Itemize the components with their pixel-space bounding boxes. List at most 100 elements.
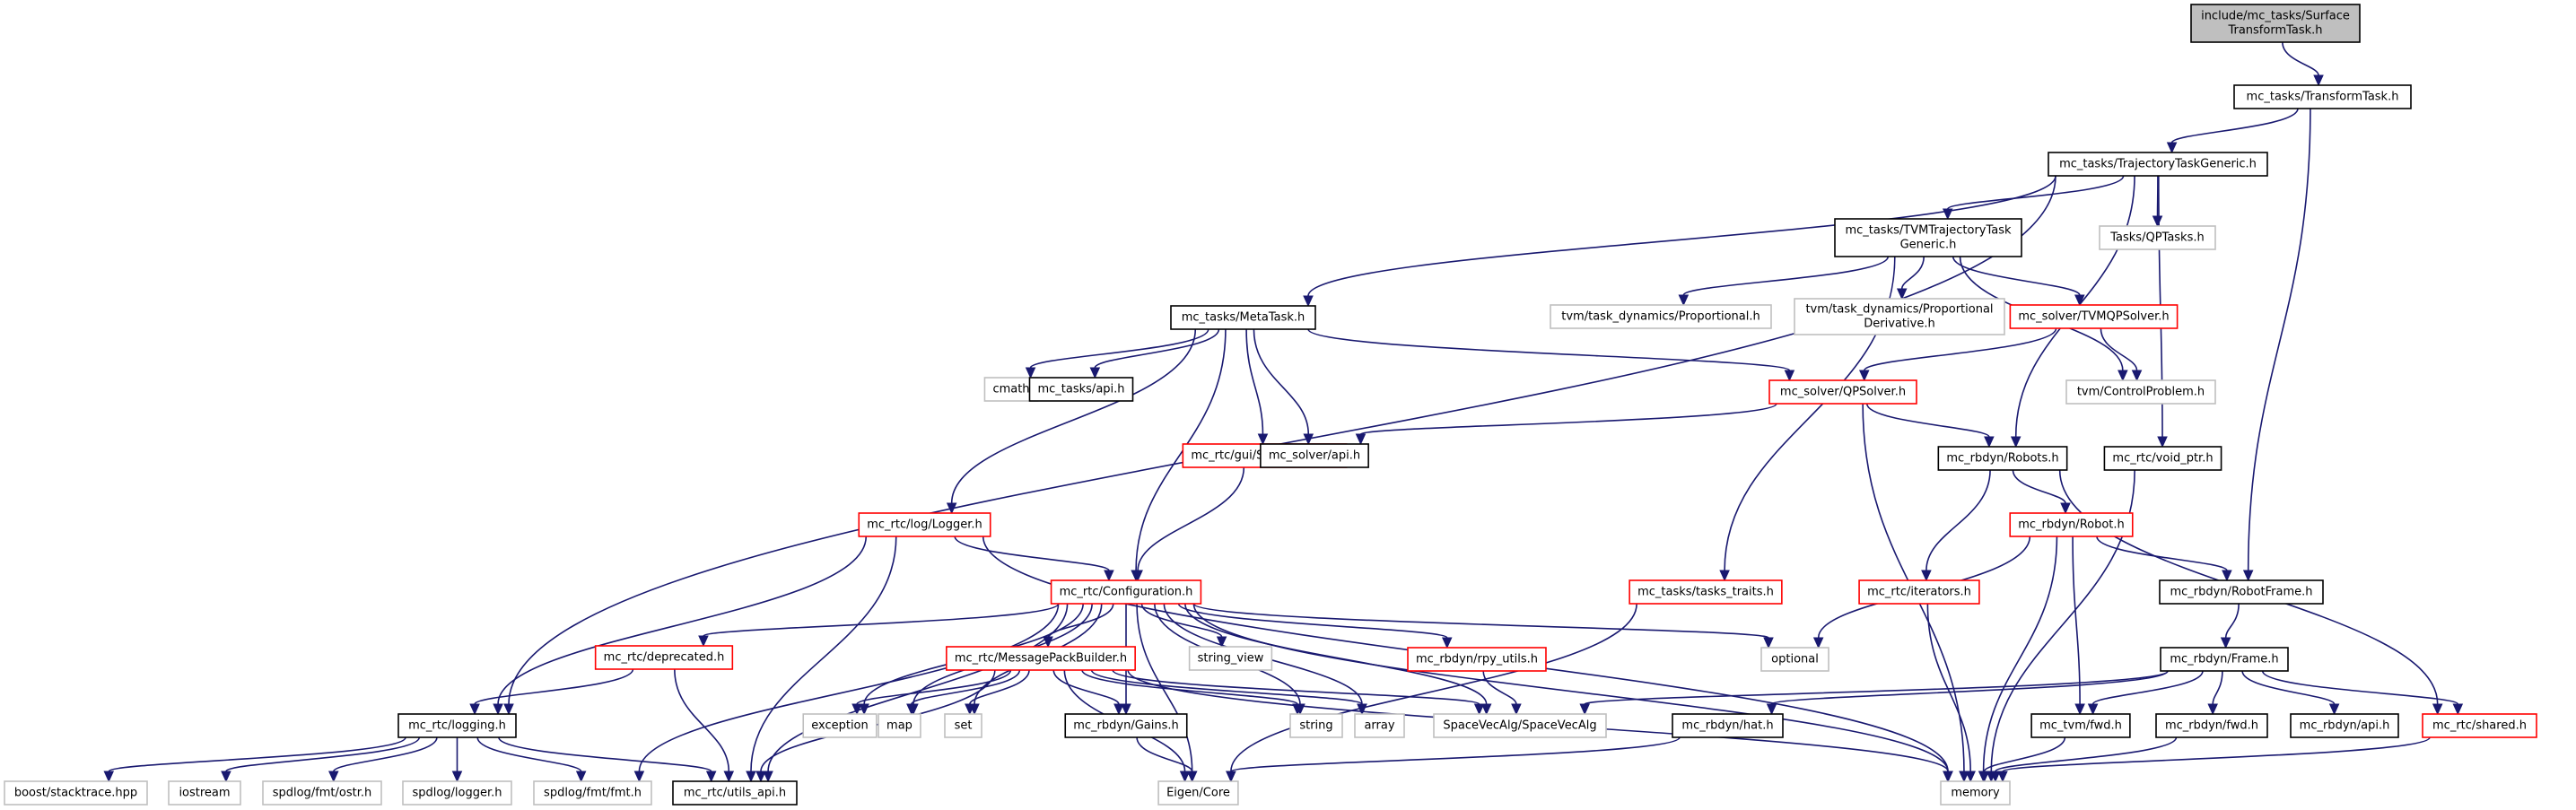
node-rbdynapi[interactable]: mc_rbdyn/api.h bbox=[2290, 713, 2399, 738]
edge-line bbox=[508, 175, 2056, 705]
arrowhead-icon bbox=[851, 703, 862, 716]
edge-line bbox=[1995, 736, 2178, 772]
edge-line bbox=[1094, 328, 1220, 369]
edge-tvmtraj-to-tvmprop bbox=[1678, 256, 1890, 307]
edge-shared-to-memory bbox=[1997, 736, 2431, 783]
arrowhead-icon bbox=[493, 703, 503, 716]
node-box bbox=[1354, 713, 1405, 738]
node-frame[interactable]: mc_rbdyn/Frame.h bbox=[2160, 647, 2289, 672]
edge-line bbox=[1982, 536, 2058, 772]
edge-line bbox=[1770, 670, 2169, 705]
node-box bbox=[1289, 713, 1343, 738]
edge-line bbox=[2002, 736, 2431, 772]
edge-line bbox=[474, 668, 634, 705]
edge-logging-to-fmt bbox=[476, 736, 587, 783]
node-label: map bbox=[886, 719, 913, 733]
edge-line bbox=[2091, 670, 2204, 705]
arrowhead-icon bbox=[2452, 703, 2464, 716]
node-label: mc_rbdyn/Robots.h bbox=[1946, 452, 2058, 466]
node-rpyutils[interactable]: mc_rbdyn/rpy_utils.h bbox=[1407, 647, 1547, 672]
node-label: mc_tasks/TrajectoryTaskGeneric.h bbox=[2059, 158, 2257, 171]
node-qpsolver[interactable]: mc_solver/QPSolver.h bbox=[1768, 379, 1917, 405]
node-box bbox=[2099, 225, 2216, 250]
edge-metatask-to-solverapi bbox=[1253, 328, 1314, 446]
node-robots[interactable]: mc_rbdyn/Robots.h bbox=[1937, 446, 2068, 471]
node-box bbox=[1260, 443, 1369, 468]
node-box bbox=[1629, 579, 1783, 605]
edge-line bbox=[1359, 403, 1777, 435]
edge-line bbox=[950, 328, 1197, 504]
node-box bbox=[2155, 713, 2268, 738]
node-hat[interactable]: mc_rbdyn/hat.h bbox=[1672, 713, 1784, 738]
arrowhead-icon bbox=[1216, 636, 1227, 649]
node-label: mc_tasks/TransformTask.h bbox=[2247, 91, 2399, 104]
node-box bbox=[1064, 713, 1188, 738]
edge-line bbox=[1137, 466, 1245, 571]
arrowhead-icon bbox=[1959, 771, 1969, 783]
edge-metatask-to-taskapi bbox=[1089, 328, 1220, 379]
node-label: optional bbox=[1771, 653, 1819, 666]
arrowhead-icon bbox=[1579, 703, 1590, 716]
arrowhead-icon bbox=[1473, 703, 1485, 716]
arrowhead-icon bbox=[1984, 436, 1995, 449]
node-box bbox=[2065, 379, 2216, 405]
node-metatask[interactable]: mc_tasks/MetaTask.h bbox=[1170, 305, 1316, 330]
node-taskstraits[interactable]: mc_tasks/tasks_traits.h bbox=[1629, 579, 1783, 605]
edge-line bbox=[497, 536, 868, 705]
arrowhead-icon bbox=[2060, 502, 2071, 515]
edge-line bbox=[1230, 603, 1637, 772]
edge-robot-to-tvmfwd bbox=[2072, 536, 2085, 716]
node-iostream: iostream bbox=[168, 780, 241, 806]
node-transformtask[interactable]: mc_tasks/TransformTask.h bbox=[2233, 84, 2412, 109]
node-box bbox=[4, 780, 148, 806]
node-box bbox=[2190, 4, 2361, 43]
node-gains[interactable]: mc_rbdyn/Gains.h bbox=[1064, 713, 1188, 738]
arrowhead-icon bbox=[2074, 294, 2085, 307]
node-voidptr[interactable]: mc_rtc/void_ptr.h bbox=[2103, 446, 2222, 471]
edge-qpsolver-to-solverapi bbox=[1355, 403, 1777, 446]
node-robot[interactable]: mc_rbdyn/Robot.h bbox=[2009, 512, 2134, 537]
node-tvmqpsolver[interactable]: mc_solver/TVMQPSolver.h bbox=[2009, 304, 2179, 329]
arrowhead-icon bbox=[2157, 436, 2168, 449]
edge-rpyutils-to-spacevecalg bbox=[1482, 670, 1522, 716]
node-logger[interactable]: mc_rtc/log/Logger.h bbox=[858, 512, 991, 537]
node-trajgeneric[interactable]: mc_tasks/TrajectoryTaskGeneric.h bbox=[2048, 152, 2268, 177]
edge-line bbox=[2096, 536, 2228, 571]
edge-msgpack-to-array bbox=[1090, 669, 1367, 716]
node-logging[interactable]: mc_rtc/logging.h bbox=[397, 713, 517, 738]
node-iterators[interactable]: mc_rtc/iterators.h bbox=[1858, 579, 1980, 605]
edge-trajgeneric-to-qptasks bbox=[2152, 175, 2163, 228]
node-taskapi[interactable]: mc_tasks/api.h bbox=[1028, 377, 1134, 402]
node-deprecated[interactable]: mc_rtc/deprecated.h bbox=[594, 645, 734, 670]
edge-statebuilder-to-configuration bbox=[1132, 466, 1245, 582]
node-box bbox=[878, 713, 921, 738]
node-label: iostream bbox=[179, 787, 230, 800]
arrowhead-icon bbox=[1719, 570, 1730, 582]
node-configuration[interactable]: mc_rtc/Configuration.h bbox=[1050, 579, 1202, 605]
edge-line bbox=[856, 669, 1012, 705]
arrowhead-icon bbox=[1678, 294, 1690, 307]
node-msgpack[interactable]: mc_rtc/MessagePackBuilder.h bbox=[946, 646, 1136, 671]
edge-qpsolver-to-robots bbox=[1865, 403, 1995, 449]
node-label: string bbox=[1299, 719, 1332, 733]
edge-line bbox=[476, 736, 582, 772]
arrowhead-icon bbox=[1965, 771, 1976, 783]
node-solverapi[interactable]: mc_solver/api.h bbox=[1260, 443, 1369, 468]
node-tvmfwd[interactable]: mc_tvm/fwd.h bbox=[2030, 713, 2131, 738]
edge-trajgeneric-to-tvmtraj bbox=[1942, 175, 2125, 221]
node-shared[interactable]: mc_rtc/shared.h bbox=[2422, 713, 2537, 738]
node-rbdynfwd[interactable]: mc_rbdyn/fwd.h bbox=[2155, 713, 2268, 738]
node-optional: optional bbox=[1760, 647, 1829, 672]
node-utilsapi[interactable]: mc_rtc/utils_api.h bbox=[672, 780, 798, 806]
arrowhead-icon bbox=[2207, 703, 2218, 716]
node-label: mc_rbdyn/api.h bbox=[2300, 719, 2390, 733]
node-label: mc_rbdyn/Gains.h bbox=[1073, 719, 1179, 733]
edge-line bbox=[2170, 108, 2299, 144]
edge-robots-to-iterators bbox=[1921, 469, 1991, 582]
edge-deprecated-to-utilsapi bbox=[674, 668, 735, 783]
edge-tvmqpsolver-to-qpsolver bbox=[1858, 327, 2057, 382]
node-label: tvm/task_dynamics/Proportional bbox=[1805, 303, 1993, 317]
node-robotframe[interactable]: mc_rbdyn/RobotFrame.h bbox=[2159, 579, 2324, 605]
